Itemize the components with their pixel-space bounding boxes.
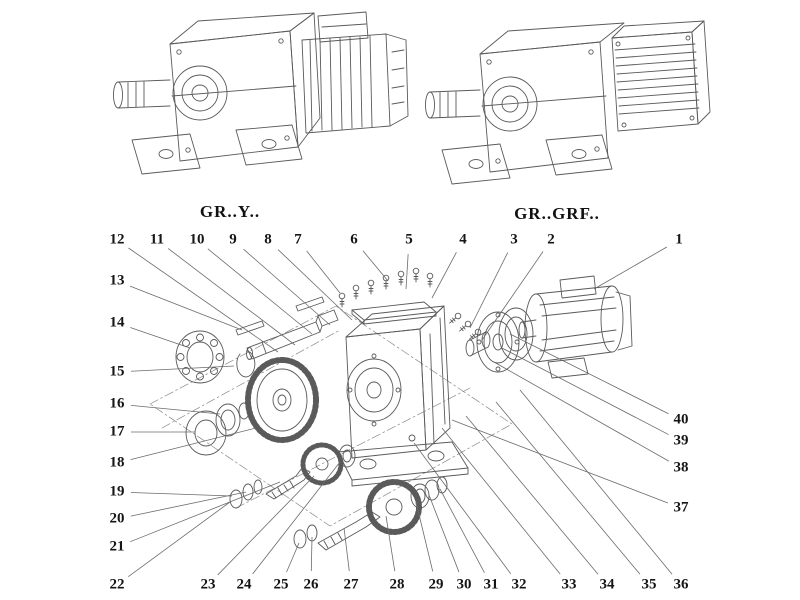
part-number-40: 40 [673,411,689,428]
leader-line-21 [129,481,281,543]
part-number-11: 11 [149,231,165,248]
leader-line-25 [286,542,300,573]
leader-line-4 [431,252,457,299]
lower-shaft-parts-drawing [293,476,448,551]
model-label-grgrf: GR..GRF.. [514,204,600,223]
leader-line-6 [362,250,389,282]
model-label-gry: GR..Y.. [199,202,261,221]
leader-line-36 [519,389,673,575]
gearmotor-grgrf-drawing [425,20,711,185]
leader-line-18 [130,427,257,460]
part-number-9: 9 [229,231,237,248]
part-number-16: 16 [109,395,125,412]
part-number-12: 12 [109,231,125,248]
part-number-18: 18 [109,454,125,471]
leader-line-28 [385,515,396,572]
part-number-36: 36 [673,576,689,593]
part-number-25: 25 [273,576,289,593]
part-number-7: 7 [294,231,302,248]
leader-line-34 [465,415,599,575]
leader-line-35 [495,401,641,575]
motor-drawing [518,275,633,379]
leader-line-39 [501,347,669,435]
leader-line-5 [405,253,409,290]
leader-line-16 [130,404,221,415]
leader-line-1 [593,246,668,290]
leader-line-40 [509,333,669,415]
pinion-parts-drawing [229,467,311,509]
part-number-23: 23 [200,576,216,593]
leader-line-29 [415,501,434,572]
part-number-28: 28 [389,576,405,593]
mid-gear-parts-drawing [300,442,356,486]
part-number-6: 6 [350,231,358,248]
part-number-35: 35 [641,576,657,593]
part-number-22: 22 [109,576,125,593]
leader-line-24 [252,461,341,575]
part-number-33: 33 [561,576,577,593]
leader-line-27 [343,527,350,572]
leader-line-3 [469,252,509,329]
part-number-34: 34 [599,576,615,593]
part-number-14: 14 [109,314,125,331]
part-number-29: 29 [428,576,444,593]
leader-line-11 [167,248,296,346]
part-number-1: 1 [675,231,683,248]
leader-line-2 [481,251,544,341]
part-number-37: 37 [673,499,689,516]
part-number-39: 39 [673,432,689,449]
part-number-13: 13 [109,272,125,289]
leader-line-26 [310,536,313,572]
part-number-2: 2 [547,231,555,248]
part-number-10: 10 [189,231,205,248]
leader-line-12 [128,247,279,353]
part-number-24: 24 [236,576,252,593]
part-number-15: 15 [109,363,125,380]
large-gear-drawing [245,357,319,443]
part-number-20: 20 [109,510,125,527]
leader-line-31 [439,488,485,573]
part-number-26: 26 [303,576,319,593]
leader-line-33 [441,427,561,575]
part-number-30: 30 [456,576,472,593]
gearmotor-gry-drawing [113,11,409,175]
leader-line-38 [493,361,670,462]
leader-line-20 [130,491,247,517]
part-number-5: 5 [405,231,413,248]
bearing-parts-drawing [175,330,256,456]
leader-line-7 [306,250,341,294]
leader-line-37 [451,419,669,504]
leader-line-32 [413,442,511,574]
part-number-38: 38 [673,459,689,476]
part-number-21: 21 [109,538,125,555]
leader-line-23 [217,475,315,576]
leader-line-14 [130,327,191,349]
part-number-27: 27 [343,576,359,593]
part-number-17: 17 [109,423,125,440]
flange-parts-drawing [476,307,534,373]
part-number-4: 4 [459,231,467,248]
leader-line-22 [128,501,231,578]
part-number-8: 8 [264,231,272,248]
part-number-3: 3 [510,231,518,248]
leader-line-10 [207,248,313,335]
part-number-32: 32 [511,576,527,593]
housing-drawing [337,305,469,487]
leader-line-30 [428,494,460,573]
leader-line-13 [129,285,243,331]
leader-line-8 [277,249,353,321]
cover-and-bolts-drawing [338,267,437,325]
leader-line-19 [130,492,233,497]
leader-line-9 [243,248,331,326]
part-number-19: 19 [109,483,125,500]
part-number-31: 31 [483,576,499,593]
leader-line-15 [130,365,235,372]
